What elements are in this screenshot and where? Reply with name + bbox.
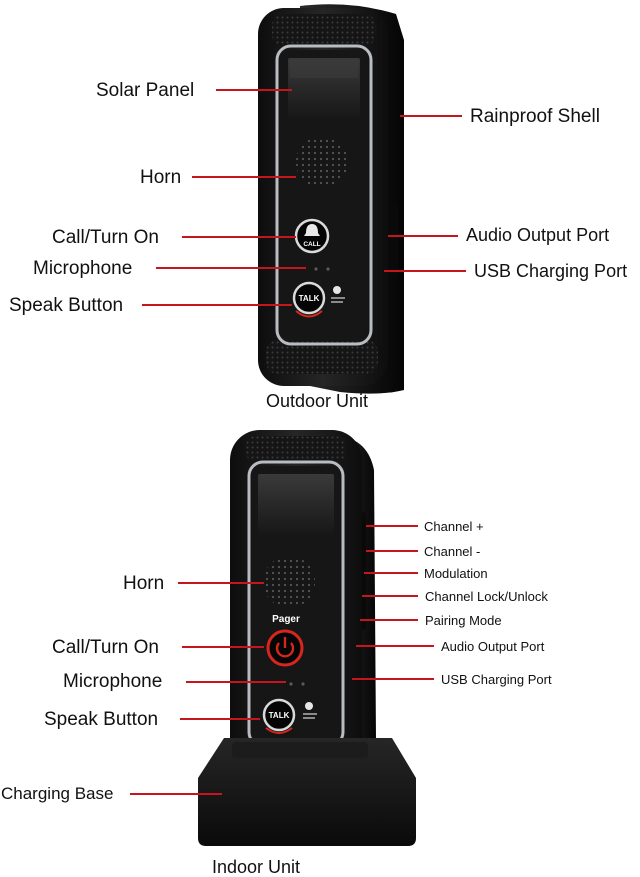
outdoor-leader-rainproof-shell bbox=[400, 115, 462, 117]
indoor-brand-logo bbox=[305, 702, 313, 710]
outdoor-leader-solar-panel bbox=[216, 89, 292, 91]
indoor-label-usb-charging-port: USB Charging Port bbox=[441, 672, 552, 687]
indoor-label-modulation: Modulation bbox=[424, 566, 488, 581]
indoor-leader-modulation bbox=[364, 572, 418, 574]
outdoor-label-rainproof-shell: Rainproof Shell bbox=[470, 106, 600, 127]
bell-icon bbox=[304, 224, 320, 236]
indoor-label-speak-button: Speak Button bbox=[44, 709, 159, 730]
outdoor-label-horn: Horn bbox=[140, 167, 182, 188]
indoor-charging-base bbox=[198, 738, 416, 846]
outdoor-call-button-text: CALL bbox=[303, 241, 320, 248]
outdoor-bottom-grille bbox=[266, 340, 378, 374]
indoor-unit-caption: Indoor Unit bbox=[212, 857, 301, 877]
indoor-microphone-hole bbox=[289, 682, 293, 686]
outdoor-talk-button bbox=[292, 281, 326, 315]
outdoor-leader-microphone bbox=[156, 267, 306, 269]
outdoor-label-audio-output-port: Audio Output Port bbox=[466, 225, 610, 245]
indoor-top-grille bbox=[246, 436, 346, 462]
indoor-leader-channel-minus bbox=[366, 550, 418, 552]
indoor-label-audio-output-port: Audio Output Port bbox=[441, 639, 545, 654]
outdoor-leader-call-turn-on bbox=[182, 236, 296, 238]
indoor-leader-channel-lock-unlock bbox=[362, 595, 418, 597]
outdoor-label-speak-button: Speak Button bbox=[9, 295, 124, 316]
outdoor-leader-speak-button bbox=[142, 304, 292, 306]
indoor-leader-charging-base bbox=[130, 793, 222, 795]
indoor-leader-channel-plus bbox=[366, 525, 418, 527]
indoor-talk-button bbox=[262, 698, 296, 732]
indoor-leader-audio-output-port bbox=[356, 645, 434, 647]
indoor-leader-speak-button bbox=[180, 718, 260, 720]
indoor-label-call-turn-on: Call/Turn On bbox=[52, 637, 159, 658]
outdoor-label-solar-panel: Solar Panel bbox=[96, 80, 195, 101]
indoor-horn-grille bbox=[263, 556, 315, 608]
outdoor-leader-horn bbox=[192, 176, 296, 178]
outdoor-brand-logo bbox=[333, 286, 341, 294]
indoor-label-channel-plus: Channel + bbox=[424, 519, 484, 534]
indoor-leader-usb-charging-port bbox=[352, 678, 434, 680]
outdoor-horn-grille bbox=[296, 136, 348, 188]
outdoor-label-usb-charging-port: USB Charging Port bbox=[474, 261, 628, 281]
outdoor-top-grille bbox=[272, 14, 376, 46]
indoor-leader-microphone bbox=[186, 681, 286, 683]
indoor-unit: Pager TALK bbox=[198, 430, 416, 846]
indoor-leader-pairing-mode bbox=[360, 619, 418, 621]
indoor-pager-text: Pager bbox=[272, 614, 300, 625]
indoor-talk-button-text: TALK bbox=[269, 711, 290, 720]
outdoor-talk-button-text: TALK bbox=[299, 294, 320, 303]
outdoor-leader-audio-output-port bbox=[388, 235, 458, 237]
outdoor-label-call-turn-on: Call/Turn On bbox=[52, 227, 159, 248]
outdoor-unit: CALL TALK bbox=[258, 4, 404, 394]
indoor-label-channel-minus: Channel - bbox=[424, 544, 481, 559]
indoor-label-pairing-mode: Pairing Mode bbox=[425, 613, 502, 628]
outdoor-microphone-hole bbox=[314, 267, 318, 271]
indoor-label-charging-base: Charging Base bbox=[1, 784, 114, 803]
power-icon bbox=[275, 642, 295, 658]
indoor-leader-call-turn-on bbox=[182, 646, 264, 648]
outdoor-label-microphone: Microphone bbox=[33, 258, 133, 279]
outdoor-bezel bbox=[275, 44, 373, 346]
indoor-leader-horn bbox=[178, 582, 264, 584]
indoor-label-channel-lock-unlock: Channel Lock/Unlock bbox=[425, 589, 548, 604]
indoor-label-horn: Horn bbox=[123, 573, 165, 594]
outdoor-leader-usb-charging-port bbox=[384, 270, 466, 272]
indoor-upper-panel bbox=[258, 474, 334, 538]
outdoor-unit-caption: Outdoor Unit bbox=[266, 391, 369, 411]
indoor-label-microphone: Microphone bbox=[63, 671, 163, 692]
